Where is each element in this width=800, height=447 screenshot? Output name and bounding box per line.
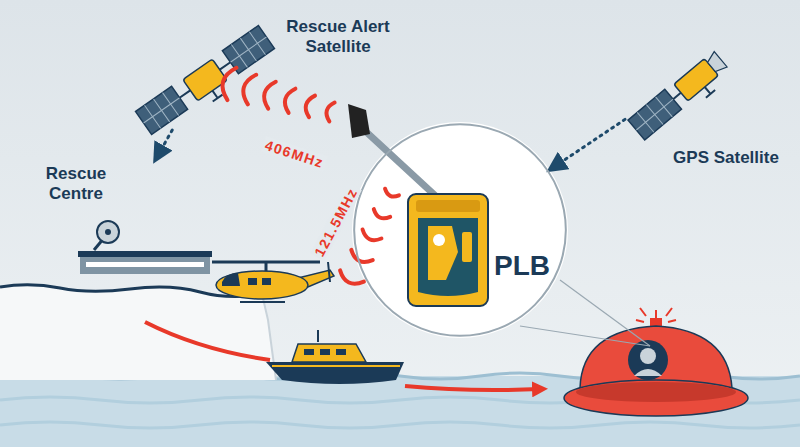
node-label: GPS Satellite bbox=[661, 148, 791, 168]
liferaft bbox=[634, 369, 662, 376]
plb-beacon bbox=[418, 218, 478, 296]
rescue-centre-building bbox=[78, 221, 212, 274]
rescue-centre-building bbox=[80, 256, 210, 274]
circle-outline bbox=[354, 124, 566, 336]
rescue-centre-building bbox=[105, 229, 111, 235]
liferaft bbox=[655, 310, 657, 318]
helicopter bbox=[262, 278, 271, 285]
signal-wave bbox=[340, 270, 364, 283]
rescue-centre-building bbox=[86, 262, 204, 267]
rescue-alert-satellite bbox=[183, 59, 227, 101]
signal-wave bbox=[374, 209, 390, 218]
lifeboat bbox=[304, 349, 314, 355]
helicopter bbox=[240, 301, 285, 303]
rescue-route bbox=[145, 322, 270, 360]
plb-beacon bbox=[348, 104, 488, 306]
satellite-node: GPS Satellite bbox=[625, 35, 735, 130]
rescue-route bbox=[405, 386, 540, 390]
lifeboat bbox=[266, 330, 404, 384]
node-label: PLB bbox=[494, 250, 556, 282]
helicopter bbox=[248, 278, 257, 285]
gps-satellite bbox=[673, 93, 681, 99]
rescue-alert-satellite bbox=[222, 26, 274, 74]
station-node: Rescue Centre bbox=[30, 160, 215, 275]
rescue-centre-building bbox=[78, 251, 212, 257]
rescue-alert-satellite bbox=[208, 87, 223, 101]
rescue-alert-satellite bbox=[136, 26, 280, 142]
plb-beacon bbox=[348, 104, 370, 138]
magnifier-fill bbox=[352, 122, 568, 338]
signal-link bbox=[550, 119, 625, 169]
signal-wave bbox=[243, 75, 256, 105]
plb-beacon bbox=[428, 226, 458, 280]
sea bbox=[0, 376, 800, 447]
helicopter bbox=[212, 262, 334, 302]
signal-wave bbox=[306, 96, 315, 118]
helicopter bbox=[222, 273, 240, 286]
lifeboat bbox=[292, 344, 366, 362]
gps-satellite bbox=[705, 52, 727, 75]
lifeboat bbox=[266, 362, 404, 384]
node-label: Rescue Centre bbox=[36, 164, 116, 203]
plb-beacon bbox=[462, 232, 472, 262]
liferaft bbox=[564, 308, 748, 416]
signal-wave bbox=[264, 82, 276, 109]
signal-wave bbox=[351, 250, 372, 262]
gps-satellite bbox=[628, 49, 733, 145]
magnifier-leader bbox=[520, 326, 650, 346]
liferaft bbox=[650, 318, 662, 326]
signal-wave bbox=[223, 68, 237, 100]
plb-beacon bbox=[408, 194, 488, 306]
liferaft bbox=[564, 380, 748, 416]
signal-wave bbox=[326, 103, 334, 122]
satellite-node: Rescue Alert Satellite bbox=[140, 15, 270, 130]
sea bbox=[0, 373, 800, 447]
plb-beacon bbox=[433, 234, 445, 246]
gps-satellite bbox=[628, 89, 681, 140]
lifeboat bbox=[272, 365, 400, 367]
node-label: Rescue Alert Satellite bbox=[274, 17, 402, 56]
signal-waves bbox=[223, 68, 399, 284]
frequency-label: 406MHz bbox=[261, 136, 328, 171]
rescue-alert-satellite bbox=[136, 86, 188, 134]
signal-link bbox=[155, 130, 172, 160]
liferaft bbox=[640, 348, 656, 364]
rescue-centre-building bbox=[97, 221, 119, 243]
circle-outline bbox=[352, 122, 568, 338]
magnifier-leader bbox=[560, 280, 650, 346]
lifeboat bbox=[320, 349, 330, 355]
sea bbox=[0, 422, 800, 428]
rescue-alert-satellite bbox=[136, 86, 188, 134]
signal-wave bbox=[363, 230, 382, 241]
lifeboat bbox=[317, 330, 319, 342]
lifeboat bbox=[336, 349, 346, 355]
gps-satellite bbox=[628, 89, 681, 140]
helicopter bbox=[328, 262, 330, 282]
gps-satellite bbox=[700, 83, 715, 98]
cliff bbox=[0, 285, 276, 380]
cliff bbox=[0, 285, 276, 380]
rescue-alert-satellite bbox=[222, 26, 274, 74]
plb-beacon bbox=[416, 200, 480, 212]
liferaft bbox=[576, 382, 736, 402]
helicopter bbox=[216, 271, 308, 299]
magnifier-circle: PLB bbox=[352, 122, 568, 338]
signal-wave bbox=[385, 189, 399, 197]
liferaft bbox=[580, 326, 732, 388]
plb-beacon bbox=[362, 128, 440, 200]
signal-wave bbox=[285, 89, 296, 113]
